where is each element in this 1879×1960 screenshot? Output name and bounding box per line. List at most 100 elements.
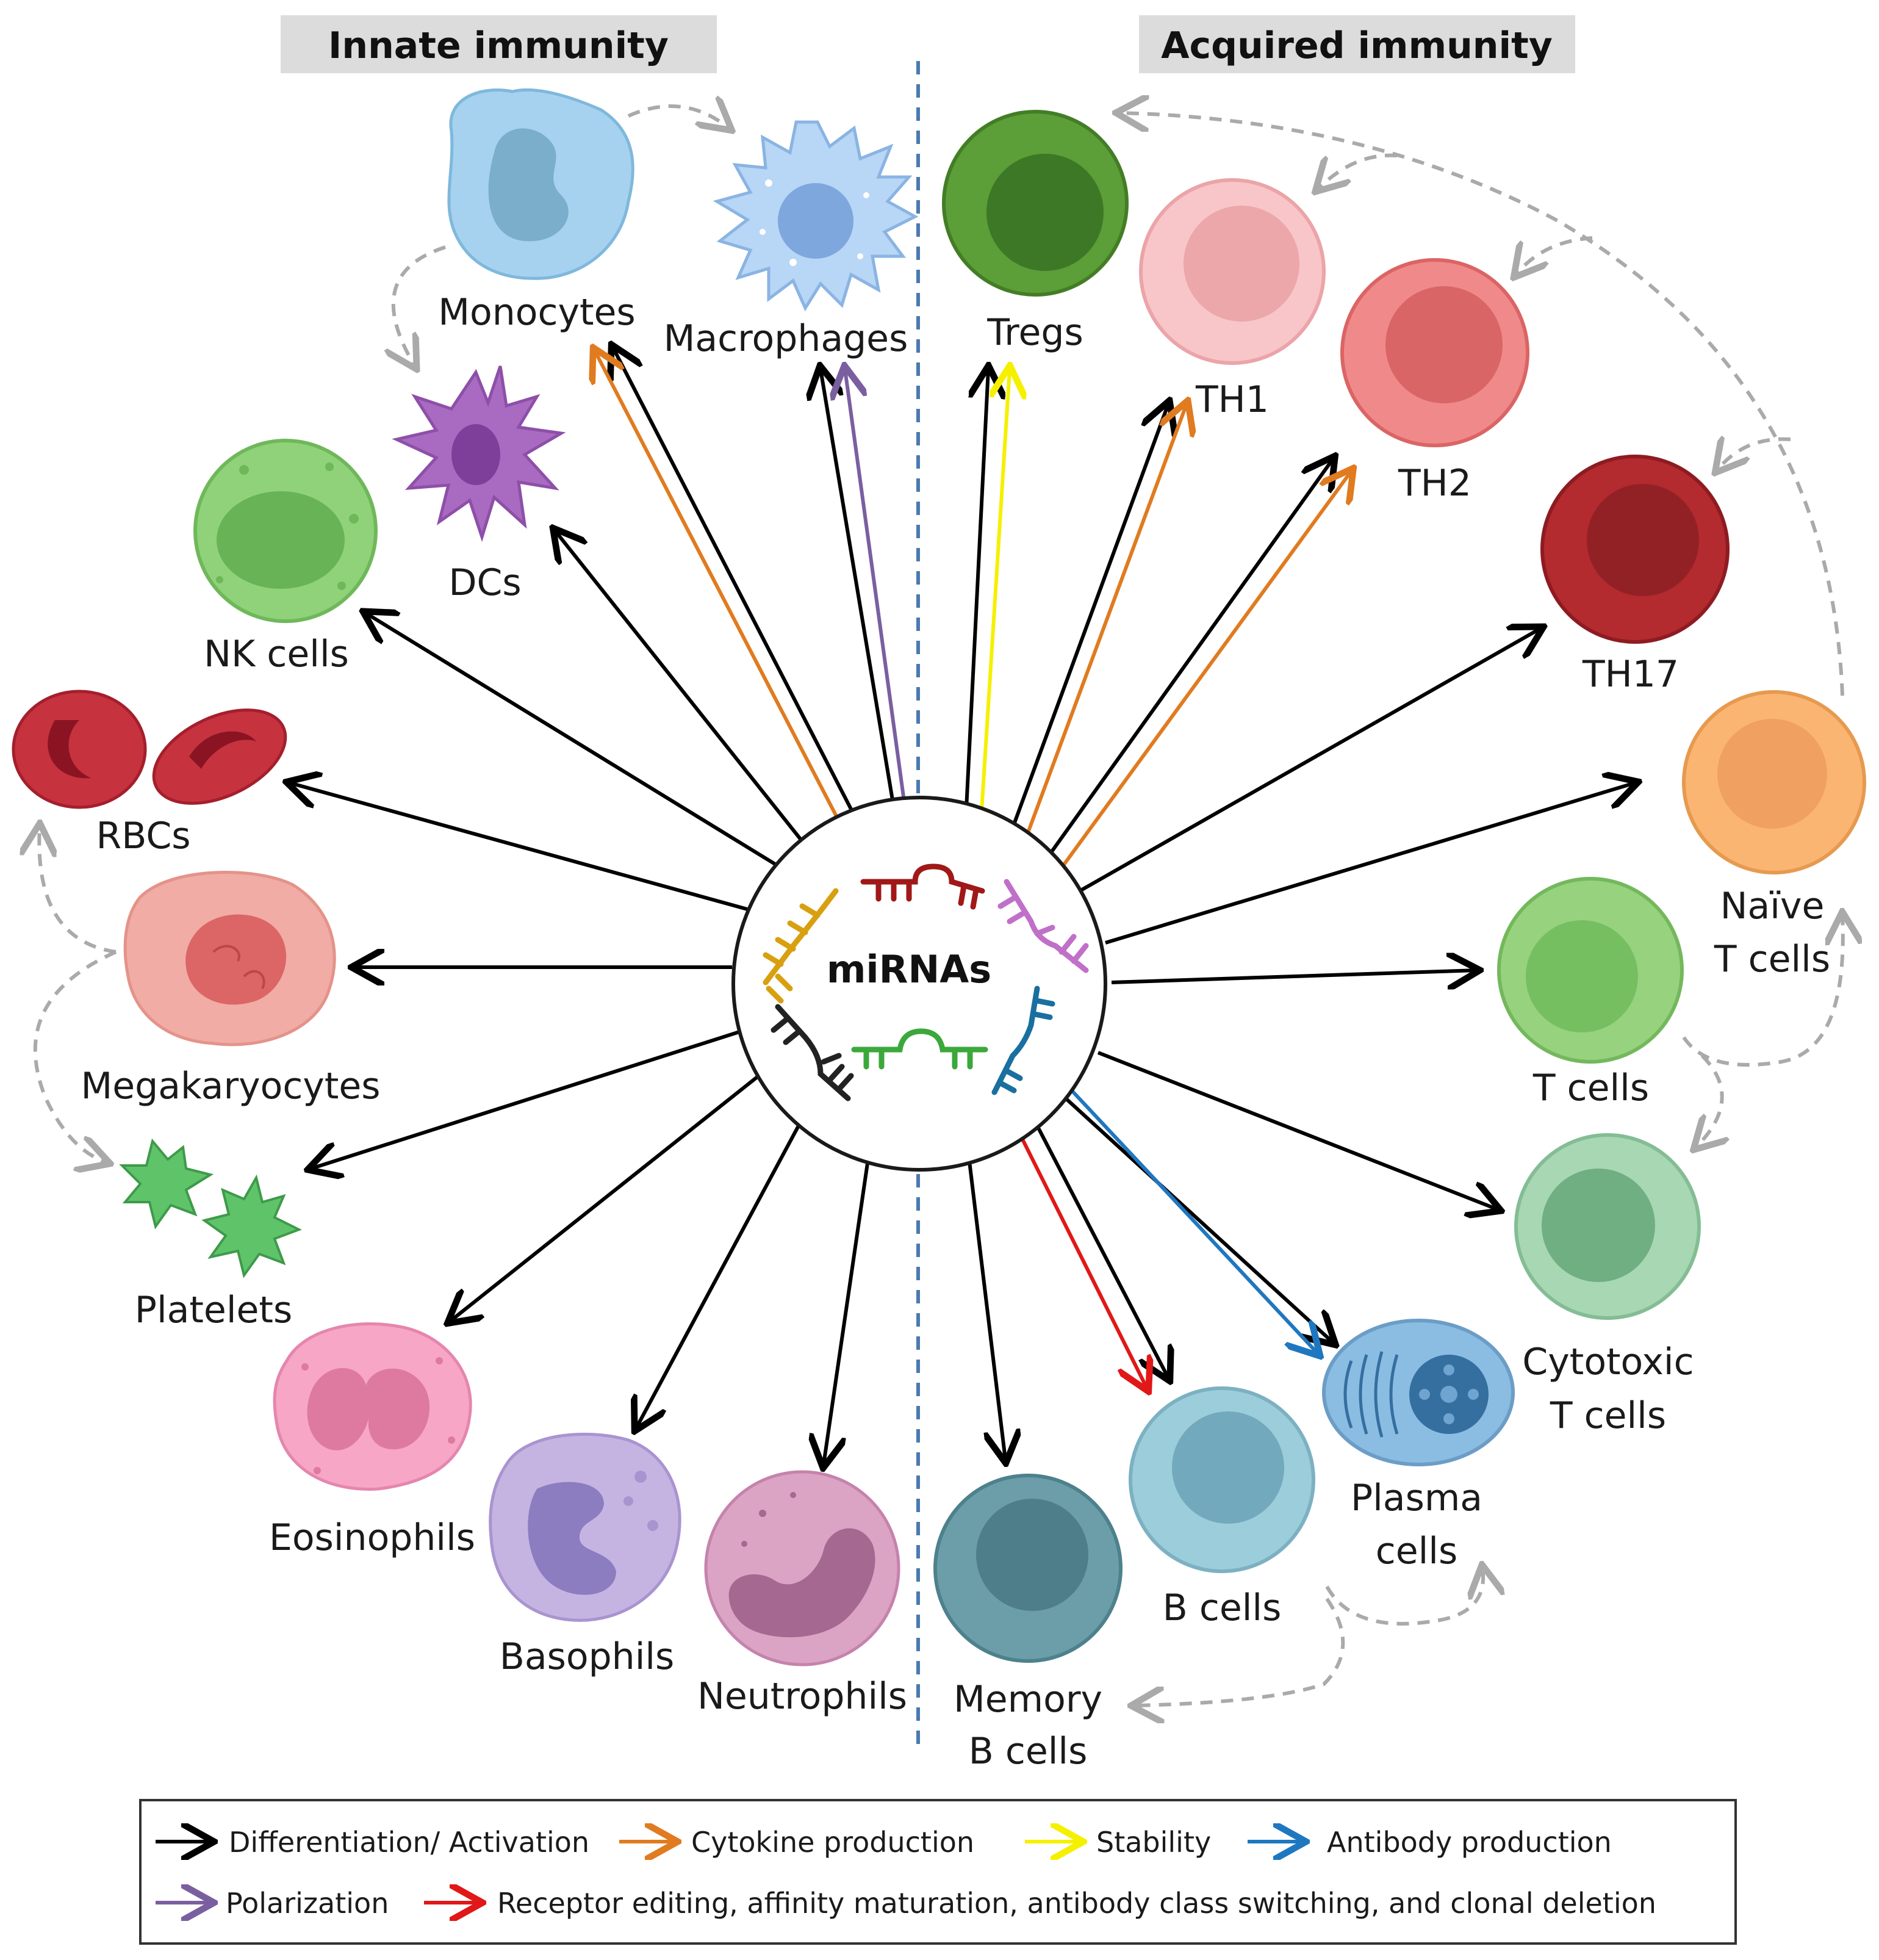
- arrow-to-tregs-yellow: [979, 369, 1010, 821]
- naive-to-th17-arrow: [1717, 439, 1791, 470]
- arrow-to-macrophages-black: [821, 369, 897, 815]
- platelet-label: Platelets: [135, 1289, 292, 1331]
- eosinophil-cell: Eosinophils: [269, 1322, 475, 1559]
- acquired-header: Acquired immunity: [1139, 15, 1575, 73]
- memory-label-2: B cells: [969, 1730, 1088, 1773]
- mirna-hairpin-green-icon: [851, 1028, 988, 1070]
- arrow-to-nk: [366, 613, 785, 871]
- platelet-cell: Platelets: [119, 1138, 302, 1331]
- arrow-to-memory: [965, 1140, 1005, 1460]
- monocyte-to-macrophage-arrow: [627, 106, 729, 128]
- plasma-label-2: cells: [1376, 1530, 1458, 1573]
- arrow-to-rbcs: [290, 783, 748, 911]
- arrow-to-cytotoxic: [1097, 1051, 1498, 1209]
- legend: Differentiation/ Activation Cytokine pro…: [139, 1799, 1737, 1945]
- arrow-to-naive: [1105, 783, 1635, 945]
- th1-cell: TH1: [1139, 178, 1326, 421]
- legend-item-3: Antibody production: [1248, 1826, 1612, 1859]
- cytotoxic-label-1: Cytotoxic: [1522, 1341, 1694, 1383]
- arrow-to-th2-orange: [1058, 471, 1351, 871]
- arrow-to-th1-black: [1008, 404, 1168, 837]
- tcell-cell: T cells: [1497, 877, 1684, 1109]
- rbc-label: RBCs: [96, 815, 191, 857]
- arrow-to-macrophages-purple: [845, 369, 908, 815]
- bcell-label: B cells: [1163, 1587, 1282, 1629]
- arrow-to-plasma-blue: [1067, 1086, 1318, 1353]
- legend-item-0: Differentiation/ Activation: [156, 1826, 589, 1859]
- arrow-to-neutrophils: [824, 1137, 873, 1465]
- monocyte-cell: Monocytes: [438, 88, 636, 334]
- arrow-to-platelets: [311, 1029, 742, 1169]
- arrow-to-plasma-black: [1051, 1084, 1333, 1342]
- mirna-hairpin-blue-icon: [991, 985, 1055, 1095]
- megakaryocyte-to-rbc-arrow: [39, 827, 117, 954]
- naive-to-tregs-arrow: [1119, 113, 1844, 696]
- legend-item-1: Cytokine production: [619, 1826, 974, 1859]
- mirna-label: miRNAs: [827, 947, 991, 992]
- legend-item-5: Receptor editing, affinity maturation, a…: [424, 1887, 1656, 1920]
- naive-label-1: Naïve: [1720, 885, 1825, 928]
- treg-label: Tregs: [986, 311, 1083, 354]
- arrow-to-th2-black: [1044, 459, 1333, 860]
- arrow-to-tregs-black: [964, 369, 988, 821]
- dc-label: DCs: [448, 561, 521, 604]
- arrow-to-dcs: [555, 531, 807, 846]
- arrow-to-monocytes-black: [613, 348, 862, 828]
- arrow-to-tcells: [1111, 970, 1476, 982]
- th17-cell: TH17: [1540, 455, 1730, 696]
- nk-cell: NK cells: [193, 439, 378, 676]
- nk-label: NK cells: [204, 633, 349, 676]
- bcell-to-plasma-arrow: [1325, 1568, 1483, 1626]
- naive-to-th1-arrow: [1318, 153, 1398, 189]
- cytotoxic-tcell-cell: Cytotoxic T cells: [1514, 1133, 1701, 1437]
- arrow-to-bcells-red: [1014, 1125, 1147, 1388]
- legend-label-4: Polarization: [226, 1887, 389, 1920]
- plasma-cell: Plasma cells: [1322, 1319, 1515, 1573]
- innate-header-text: Innate immunity: [328, 24, 669, 67]
- cell-relation-arrows: [35, 106, 1843, 1706]
- dc-cell: DCs: [392, 366, 566, 604]
- naive-label-2: T cells: [1714, 938, 1830, 981]
- basophil-label: Basophils: [500, 1635, 675, 1678]
- legend-label-2: Stability: [1096, 1826, 1211, 1859]
- arrow-to-bcells-black: [1032, 1119, 1168, 1378]
- macrophage-label: Macrophages: [664, 317, 908, 360]
- megakaryocyte-cell: Megakaryocytes: [81, 871, 381, 1108]
- megakaryocyte-label: Megakaryocytes: [81, 1065, 380, 1108]
- naive-to-th2-arrow: [1516, 236, 1593, 275]
- acquired-header-text: Acquired immunity: [1161, 24, 1553, 67]
- legend-label-3: Antibody production: [1327, 1826, 1612, 1859]
- eosinophil-label: Eosinophils: [269, 1516, 475, 1559]
- mirna-hairpin-red-icon: [860, 863, 985, 910]
- legend-label-1: Cytokine production: [691, 1826, 974, 1859]
- arrow-to-eosinophils: [450, 1066, 770, 1321]
- basophil-cell: Basophils: [489, 1432, 681, 1678]
- mirna-hairpin-gold-icon: [763, 888, 839, 1004]
- memory-label-1: Memory: [954, 1678, 1102, 1721]
- th1-label: TH1: [1195, 378, 1269, 421]
- naive-tcell-cell: Naïve T cells: [1682, 690, 1866, 981]
- legend-item-4: Polarization: [156, 1887, 389, 1920]
- regulation-arrows: [290, 348, 1635, 1465]
- th2-cell: TH2: [1340, 258, 1529, 505]
- cytotoxic-label-2: T cells: [1550, 1394, 1666, 1437]
- monocyte-to-dc-arrow: [393, 245, 446, 366]
- monocyte-label: Monocytes: [438, 291, 635, 334]
- macrophage-cell: Macrophages: [664, 120, 919, 360]
- mirna-hub: miRNAs: [731, 796, 1107, 1172]
- arrow-to-th1-orange: [1023, 404, 1187, 842]
- megakaryocyte-to-platelet-arrow: [33, 950, 116, 1162]
- bcell-cell: B cells: [1129, 1386, 1315, 1629]
- legend-label-5: Receptor editing, affinity maturation, a…: [497, 1887, 1656, 1920]
- arrow-to-monocytes-orange: [595, 351, 844, 828]
- innate-header: Innate immunity: [281, 15, 717, 73]
- neutrophil-cell: Neutrophils: [697, 1470, 907, 1718]
- plasma-label-1: Plasma: [1351, 1477, 1482, 1519]
- tcell-label: T cells: [1532, 1067, 1649, 1109]
- rbc-cell: RBCs: [12, 690, 287, 857]
- th17-label: TH17: [1582, 653, 1679, 696]
- memory-bcell-cell: Memory B cells: [933, 1474, 1123, 1773]
- treg-cell: Tregs: [942, 110, 1129, 354]
- legend-label-0: Differentiation/ Activation: [229, 1826, 589, 1859]
